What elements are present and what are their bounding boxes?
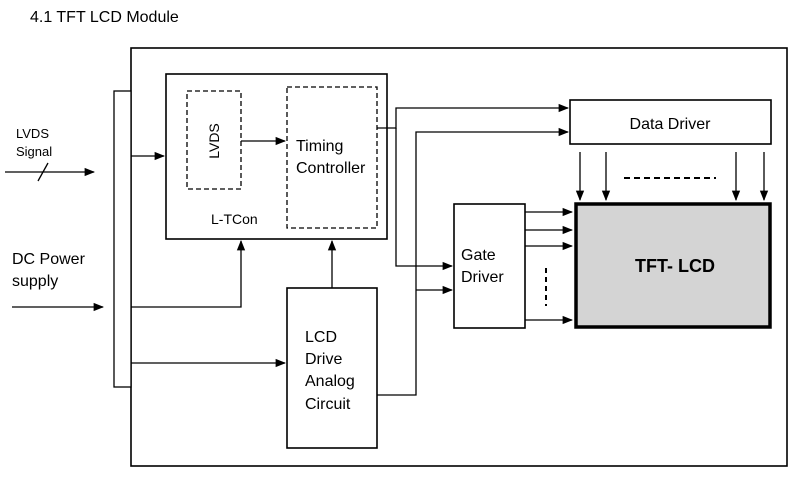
data-driver-label: Data Driver — [630, 116, 712, 133]
tft-lcd-label: TFT- LCD — [635, 256, 715, 276]
lcd-drive-to-data-driver-arrow — [377, 127, 570, 396]
timing-to-data-driver-arrow — [377, 103, 570, 129]
lvds-signal-line-1: LVDS — [16, 126, 49, 141]
input-bus-bar — [113, 90, 132, 388]
dc-power-line-1: DC Power — [12, 251, 86, 268]
timing-to-gate-driver-arrow — [395, 128, 454, 271]
lcd-drive-line-4: Circuit — [305, 396, 351, 413]
timing-controller-line-2: Controller — [296, 160, 366, 177]
l-tcon-label: L-TCon — [211, 211, 258, 227]
section-title: 4.1 TFT LCD Module — [30, 9, 179, 26]
power-to-l-tcon-arrow — [131, 239, 246, 308]
l-tcon-block — [165, 73, 388, 240]
timing-controller-block — [286, 86, 378, 229]
lcd-drive-line-3: Analog — [305, 373, 355, 390]
lvds-signal-line-2: Signal — [16, 144, 52, 159]
timing-controller-label: Timing Controller — [296, 138, 366, 177]
gate-driver-block — [453, 203, 526, 329]
lvds-block-label: LVDS — [206, 123, 222, 159]
dc-power-line-2: supply — [12, 273, 58, 290]
tft-lcd-panel — [574, 202, 772, 329]
lcd-drive-line-1: LCD — [305, 329, 337, 346]
dc-power-label: DC Power supply — [12, 251, 89, 290]
lvds-block — [186, 90, 242, 190]
data-driver-block — [569, 99, 772, 145]
lcd-drive-line-2: Drive — [305, 351, 342, 368]
gate-driver-line-1: Gate — [461, 247, 496, 264]
gate-driver-line-2: Driver — [461, 269, 504, 286]
lvds-signal-label: LVDS Signal — [16, 126, 53, 159]
gate-driver-label: Gate Driver — [461, 247, 504, 286]
lvds-bus-slash — [37, 162, 49, 182]
lcd-drive-label: LCD Drive Analog Circuit — [305, 329, 359, 413]
timing-controller-line-1: Timing — [296, 138, 343, 155]
lcd-drive-block — [286, 287, 378, 449]
